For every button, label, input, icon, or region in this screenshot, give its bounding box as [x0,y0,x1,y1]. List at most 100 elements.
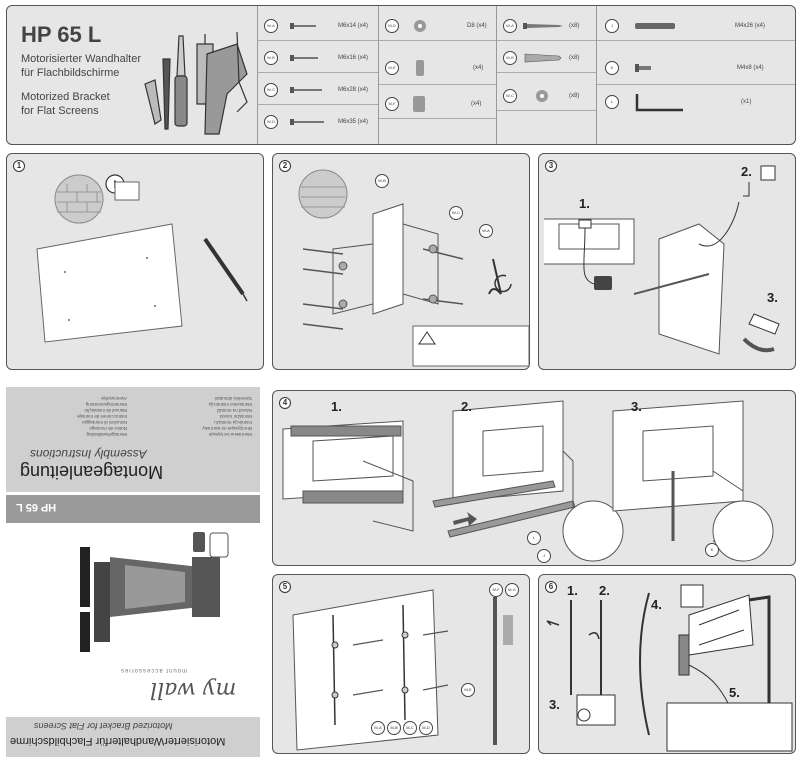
cover-model: HP 65 L [16,501,57,513]
cover-footer-2: Motorized Bracket for Flat Screens [34,721,173,731]
cover-title: Montageanleitung [20,462,164,482]
step-6-sub-3: 3. [549,697,560,712]
subtitle-de-2: für Flachbildschirme [21,67,120,79]
callout-j: J [537,549,551,563]
step-3-sub-2: 2. [741,164,752,179]
step-number: 3 [545,160,557,172]
subtitle-en-1: Motorized Bracket [21,91,110,103]
final-assembly-illustration [546,584,793,752]
step-number: 1 [13,160,25,172]
spacer-icon [416,60,424,76]
part-badge: M-F [385,97,399,111]
wall-drilling-illustration: ! [36,174,248,343]
part-spec: (x1) [741,99,752,105]
parts-panel: HP 65 L Motorisierter Wandhalter für Fla… [6,5,796,145]
step-4-sub-1: 1. [331,399,342,414]
lang-line: Asennusohje [100,396,127,401]
step-4-sub-2: 2. [461,399,472,414]
wall-plug-icon [524,53,562,63]
cover-footer-band [6,717,260,757]
cover-product-image [80,532,229,652]
part-badge: L [605,95,619,109]
arm-adjustment-illustration [282,400,774,562]
step-6-sub-4: 4. [651,597,662,612]
part-spec: (x4) [471,101,482,107]
power-connection-illustration [544,165,780,355]
step-4-panel: 4 1. 2. 3. L J K [272,390,796,566]
callout-mb: M-B [387,721,401,735]
step-1-panel: 1 ! [6,153,264,370]
cover-langs: Монтажна інструкція Инструкция по монтаж… [12,391,252,437]
lang-line: Monteringsanvisning [85,402,127,407]
part-spec: (x8) [569,93,580,99]
callout-me: M-E [461,683,475,697]
part-badge: W-B [503,51,517,65]
cover-brand: my wall [150,677,237,702]
lang-line: Notice de montage [89,426,127,431]
part-badge: K [605,61,619,75]
block-icon [413,96,425,112]
cover-brand-sub: mount accessories [120,667,188,673]
part-badge: W-D [264,115,278,129]
tools-illustration [144,31,248,135]
part-spec: M6x35 (x4) [338,119,369,125]
step-3-panel: 3 1. 2. 3. [538,153,796,370]
lang-line: Инструкция по монтажу [202,426,252,431]
step-4-sub-3: 3. [631,399,642,414]
cover-model-band [6,495,260,523]
step-2-panel: 2 W-B W-C W-A [272,153,530,370]
short-screw-icon [635,64,651,72]
lang-line: Istruzioni di montaggio [81,420,127,425]
callout-k: K [705,543,719,557]
screw-icon [290,119,324,125]
step-5-panel: 5 M-F M-G M-E M-A M-B M-C M-D [272,574,530,754]
lang-line: Montagehandleiding [86,432,127,437]
parts-col-3: W-A(x8) W-B(x8) W-C(x8) [497,6,597,144]
screw-icon [290,87,322,93]
part-spec: M4x26 (x4) [735,23,766,29]
allen-key-icon [635,94,683,112]
step-number: 5 [279,581,291,593]
step-3-sub-3: 3. [767,290,778,305]
callout-l: L [527,531,541,545]
bracket-assembly-illustration [298,169,529,367]
part-badge: M-D [385,19,399,33]
step-6-sub-5: 5. [729,685,740,700]
part-spec: M6x28 (x4) [338,87,369,93]
callout-wb: W-B [375,174,389,188]
part-badge: W-C [264,83,278,97]
washer-icon [414,20,426,32]
screw-icon [290,23,316,29]
model-title: HP 65 L [21,22,102,47]
part-spec: M6x14 (x4) [338,23,369,29]
part-badge: J [605,19,619,33]
cover-page: Монтажна інструкція Инструкция по монтаж… [0,387,262,757]
threaded-screw-icon [635,23,675,29]
subtitle-en-2: for Flat Screens [21,105,99,117]
step-3-sub-1: 1. [579,196,590,211]
callout-ma: M-A [371,721,385,735]
lang-line: Návod na montáž [216,408,252,413]
step-number: 4 [279,397,291,409]
cover-subtitle: Assembly Instructions [30,447,147,461]
washer-icon [536,90,548,102]
part-spec: D8 (x4) [467,23,487,29]
subtitle-de-1: Motorisierter Wandhalter [21,53,142,65]
step-number: 6 [545,581,557,593]
lang-line: Монтажна інструкція [208,432,252,437]
step-6-panel: 6 1. 2. 3. 4. 5. [538,574,796,754]
lang-line: Instrucciones de montaje [76,414,127,419]
step-6-sub-1: 1. [567,583,578,598]
part-badge: M-E [385,61,399,75]
callout-mg: M-G [505,583,519,597]
part-badge: W-C [503,89,517,103]
callout-md: M-D [419,721,433,735]
part-badge: W-A [503,19,517,33]
callout-wc: W-C [449,206,463,220]
part-spec: M6x16 (x4) [338,55,369,61]
lang-line: Montavimo instrukcija [208,402,252,407]
step-number: 2 [279,160,291,172]
lang-line: Szerelési útmutató [214,396,252,401]
